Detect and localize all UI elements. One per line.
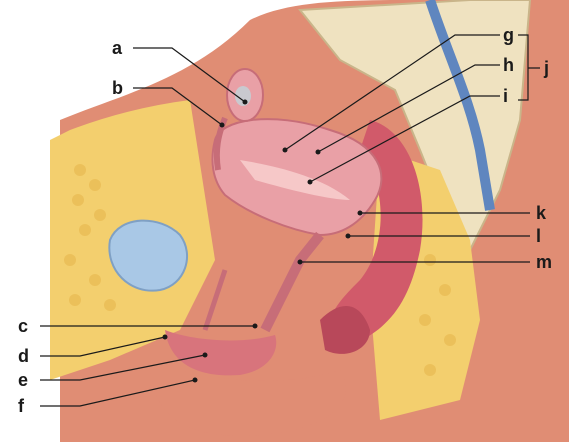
leader-f-dot	[193, 378, 198, 383]
label-m: m	[536, 252, 552, 272]
leader-c-dot	[253, 324, 258, 329]
label-d: d	[18, 346, 29, 366]
leader-h-dot	[316, 150, 321, 155]
label-f: f	[18, 396, 25, 416]
leader-a-dot	[243, 100, 248, 105]
label-k: k	[536, 203, 547, 223]
label-e: e	[18, 370, 28, 390]
leader-b-dot	[220, 123, 225, 128]
label-j: j	[543, 58, 549, 78]
leader-d-dot	[163, 335, 168, 340]
leader-k-dot	[358, 211, 363, 216]
label-g: g	[503, 25, 514, 45]
label-b: b	[112, 78, 123, 98]
leader-l-dot	[346, 234, 351, 239]
leader-e-dot	[203, 353, 208, 358]
leader-g-dot	[283, 148, 288, 153]
leader-m-dot	[298, 260, 303, 265]
label-l: l	[536, 226, 541, 246]
label-a: a	[112, 38, 123, 58]
label-c: c	[18, 316, 28, 336]
label-h: h	[503, 55, 514, 75]
leader-i-dot	[308, 180, 313, 185]
label-i: i	[503, 86, 508, 106]
